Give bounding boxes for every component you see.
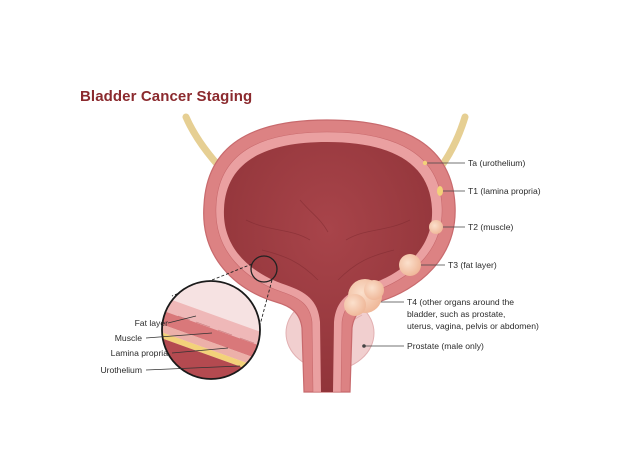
stage-label-t1: T1 (lamina propria) bbox=[468, 186, 541, 196]
bladder-lumen bbox=[223, 142, 433, 392]
t1-tumor bbox=[437, 186, 443, 196]
stage-label-ta: Ta (urothelium) bbox=[468, 158, 526, 168]
stage-label-t4-line1: T4 (other organs around the bbox=[407, 297, 515, 307]
wall-zoom-inset bbox=[162, 281, 260, 379]
page-title: Bladder Cancer Staging bbox=[80, 88, 253, 105]
layer-label-fat: Fat layer bbox=[134, 318, 168, 328]
stage-label-t4-line2: bladder, such as prostate, bbox=[407, 309, 506, 319]
stage-label-t3: T3 (fat layer) bbox=[448, 260, 497, 270]
t2-tumor bbox=[429, 220, 443, 234]
ta-marker bbox=[422, 160, 428, 166]
layer-label-muscle: Muscle bbox=[114, 333, 142, 343]
zoom-source-circle bbox=[250, 255, 278, 283]
stage-label-t2: T2 (muscle) bbox=[468, 222, 514, 232]
t4-tumor bbox=[344, 279, 384, 316]
prostate-label: Prostate (male only) bbox=[407, 341, 484, 351]
stage-label-t4-line3: uterus, vagina, pelvis or abdomen) bbox=[407, 321, 539, 331]
layer-label-urothelium: Urothelium bbox=[100, 365, 142, 375]
t3-tumor bbox=[399, 254, 421, 276]
layer-label-lamina-propria: Lamina propria bbox=[110, 348, 168, 358]
